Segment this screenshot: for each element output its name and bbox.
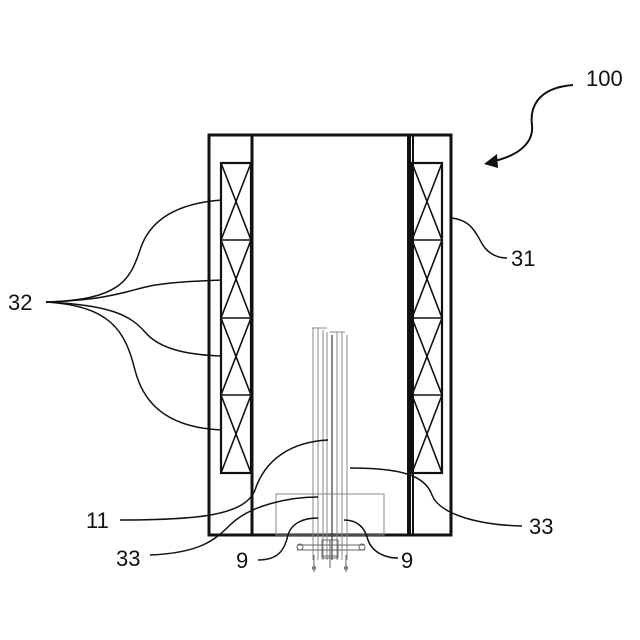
label-9-left: 9 bbox=[236, 548, 248, 573]
leader-9-right bbox=[344, 520, 398, 558]
arrowhead-100 bbox=[484, 154, 498, 168]
label-100: 100 bbox=[586, 66, 623, 91]
leader-9-left bbox=[258, 518, 318, 560]
outer-housing bbox=[209, 135, 451, 535]
label-33-left: 33 bbox=[116, 546, 140, 571]
label-9-right: 9 bbox=[401, 548, 413, 573]
bottom-fasteners bbox=[297, 540, 365, 572]
central-rod bbox=[312, 328, 347, 560]
leader-100 bbox=[490, 85, 573, 162]
label-33-right: 33 bbox=[529, 514, 553, 539]
leader-11 bbox=[120, 440, 328, 520]
leaders-32 bbox=[46, 200, 222, 430]
leader-31 bbox=[451, 218, 507, 258]
label-32: 32 bbox=[8, 290, 32, 315]
coil-stack-right bbox=[412, 163, 442, 473]
label-31: 31 bbox=[511, 246, 535, 271]
leader-33-right bbox=[350, 468, 522, 526]
label-11: 11 bbox=[86, 508, 109, 533]
coil-stack-left bbox=[221, 163, 251, 473]
base-block bbox=[276, 494, 384, 535]
